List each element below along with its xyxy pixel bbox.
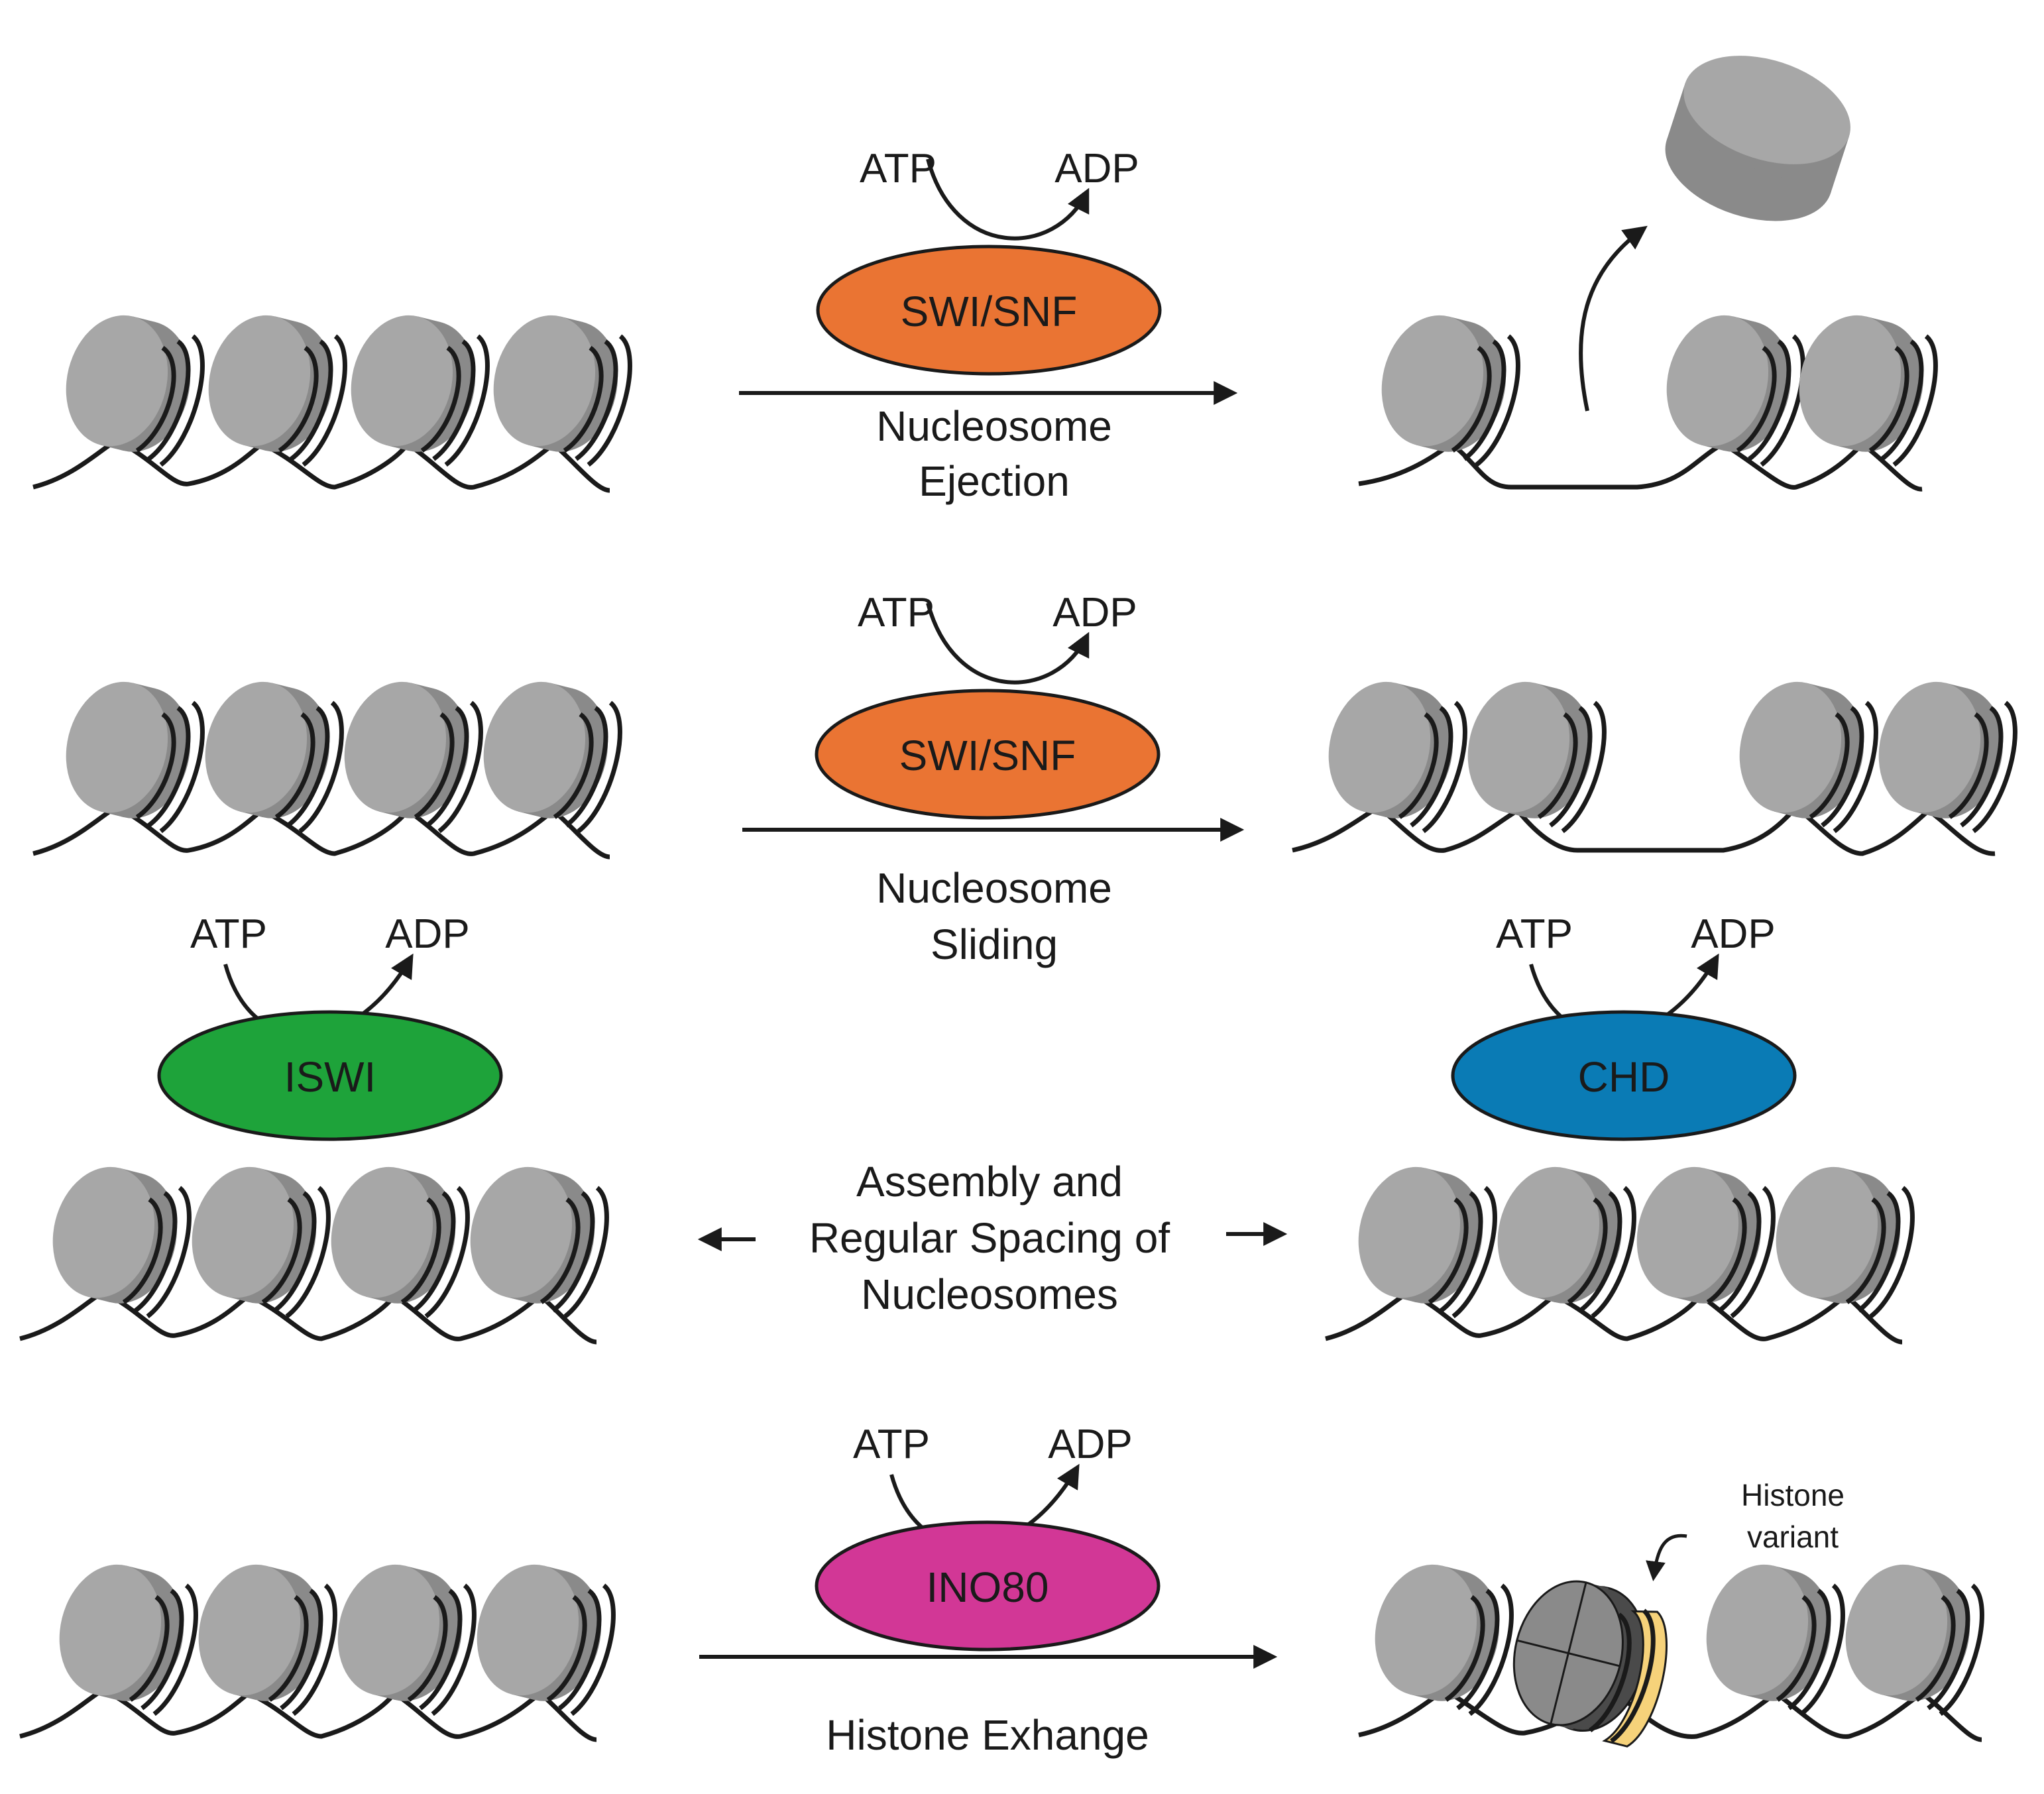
- nucleosome-icon: [330, 671, 492, 836]
- adp-label: ADP: [1052, 590, 1137, 636]
- atp-label: ATP: [853, 1422, 930, 1467]
- nucleosome-array-slid: [1292, 671, 2026, 856]
- nucleosome-icon: [1725, 671, 1887, 836]
- process-label-line1: Nucleosome: [876, 402, 1112, 450]
- nucleosome-array-left: [32, 304, 641, 493]
- nucleosome-icon: [1785, 304, 1947, 469]
- enzyme-label: CHD: [1578, 1053, 1670, 1101]
- panel-exchange: ATP ADP INO80 Histone Exhange Histone v: [19, 1422, 1993, 1759]
- nucleosome-icon: [317, 1156, 479, 1321]
- nucleosome-icon: [1692, 1553, 1854, 1718]
- nucleosome-icon: [1453, 671, 1615, 836]
- nucleosome-array-right: [1325, 1156, 1923, 1345]
- nucleosome-icon: [456, 1156, 618, 1321]
- atp-label: ATP: [190, 911, 267, 957]
- ino80-enzyme: [815, 1520, 1161, 1652]
- enzyme-label: ISWI: [284, 1053, 376, 1101]
- variant-label-line1: Histone: [1741, 1478, 1845, 1512]
- curved-arrow-icon: [1646, 1534, 1687, 1581]
- nucleosome-array-left: [19, 1156, 618, 1345]
- swi-snf-enzyme: [816, 245, 1162, 376]
- atp-label: ATP: [860, 146, 937, 192]
- nucleosome-array-exchanged: Histone variant: [1359, 1478, 1993, 1748]
- histone-octamer-icon: [1665, 56, 1850, 221]
- nucleosome-icon: [178, 1156, 339, 1321]
- process-label-line1: Assembly and: [856, 1158, 1123, 1205]
- nucleosome-icon: [1367, 304, 1529, 469]
- nucleosome-icon: [1361, 1553, 1522, 1718]
- nucleosome-icon: [479, 304, 641, 469]
- nucleosome-icon: [1652, 304, 1814, 469]
- enzyme-label: INO80: [927, 1563, 1049, 1611]
- panel-assembly: ATP ADP ISWI Assembly and Regular Spacin…: [19, 911, 1923, 1345]
- curved-arrow-icon: [926, 158, 1090, 241]
- process-label-line1: Nucleosome: [876, 864, 1112, 912]
- adp-label: ADP: [1691, 911, 1775, 957]
- variant-label-line2: variant: [1747, 1520, 1839, 1554]
- nucleosome-icon: [1762, 1156, 1923, 1321]
- nucleosome-array-ejected: [1358, 56, 1947, 492]
- nucleosome-icon: [469, 671, 631, 836]
- nucleosome-icon: [184, 1553, 346, 1718]
- process-label-line2: Regular Spacing of: [809, 1214, 1170, 1262]
- process-label-line2: Ejection: [919, 457, 1070, 505]
- nucleosome-icon: [463, 1553, 624, 1718]
- nucleosome-icon: [1314, 671, 1476, 836]
- nucleosome-icon: [194, 304, 356, 469]
- curved-arrow-icon: [1579, 225, 1648, 412]
- nucleosome-icon: [1864, 671, 2026, 836]
- nucleosome-icon: [38, 1156, 200, 1321]
- histone-variant-nucleosome-icon: [1512, 1580, 1668, 1748]
- adp-label: ADP: [1048, 1422, 1132, 1467]
- adp-label: ADP: [1054, 146, 1139, 192]
- curved-arrow-icon: [926, 602, 1090, 685]
- chd-enzyme: [1451, 1010, 1797, 1141]
- nucleosome-icon: [45, 1553, 207, 1718]
- enzyme-label: SWI/SNF: [901, 288, 1078, 335]
- nucleosome-icon: [52, 671, 213, 836]
- nucleosome-icon: [1622, 1156, 1784, 1321]
- nucleosome-array-left: [19, 1553, 624, 1742]
- panel-ejection: ATP ADP SWI/SNF Nucleosome Ejection: [32, 56, 1947, 505]
- nucleosome-icon: [191, 671, 353, 836]
- adp-label: ADP: [385, 911, 469, 957]
- nucleosome-icon: [1831, 1553, 1993, 1718]
- nucleosome-icon: [323, 1553, 485, 1718]
- atp-label: ATP: [1496, 911, 1573, 957]
- nucleosome-icon: [337, 304, 498, 469]
- enzyme-label: SWI/SNF: [899, 732, 1076, 779]
- nucleosome-array-left: [32, 671, 631, 860]
- swi-snf-enzyme: [815, 689, 1161, 820]
- nucleosome-icon: [1344, 1156, 1506, 1321]
- panel-sliding: ATP ADP SWI/SNF Nucleosome Sliding: [32, 590, 2026, 968]
- process-label: Histone Exhange: [826, 1711, 1149, 1759]
- process-label-line3: Nucleosomes: [861, 1270, 1118, 1318]
- process-label-line2: Sliding: [931, 921, 1058, 968]
- iswi-enzyme: [157, 1010, 503, 1141]
- atp-label: ATP: [858, 590, 935, 636]
- nucleosome-icon: [1483, 1156, 1645, 1321]
- nucleosome-icon: [52, 304, 213, 469]
